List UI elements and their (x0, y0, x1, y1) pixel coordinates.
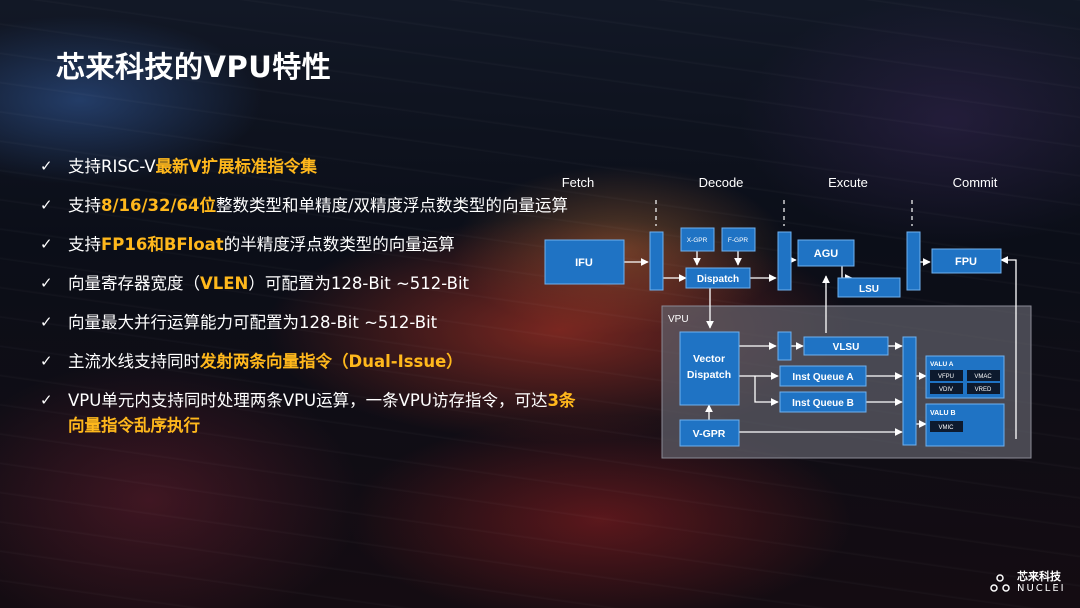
fpu-block (931, 248, 1002, 274)
bullet-text: 支持 (68, 235, 101, 254)
logo-dot (996, 574, 1004, 582)
logo-dot (990, 584, 998, 592)
fpu-label: FPU (955, 256, 977, 268)
vgpr-label: V-GPR (693, 428, 726, 440)
vlsu-block (803, 336, 889, 356)
bullet-highlight: 发射两条向量指令（Dual-Issue） (200, 352, 463, 371)
vector-dispatch-label: Vector (693, 353, 725, 365)
inst-queue-b-label: Inst Queue B (792, 398, 854, 409)
bullet-item: ✓ 向量寄存器宽度（VLEN）可配置为128-Bit ~512-Bit (40, 271, 580, 296)
pipeline-register (649, 231, 664, 291)
dispatch-label: Dispatch (697, 274, 739, 285)
inst-queue-b-block (779, 391, 867, 413)
bullet-item: ✓ 向量最大并行运算能力可配置为128-Bit ~512-Bit (40, 310, 580, 335)
bullet-item: ✓ VPU单元内支持同时处理两条VPU运算，一条VPU访存指令，可达3条向量指令乱… (40, 388, 580, 438)
vred-block (967, 383, 1000, 394)
vmic-block (930, 421, 963, 432)
vmic-label: VMIC (939, 425, 955, 431)
xgpr-block (680, 227, 715, 252)
fgpr-label: F-GPR (728, 237, 749, 244)
stage-label-fetch: Fetch (562, 175, 595, 190)
vlsu-label: VLSU (833, 342, 860, 353)
logo-dot (1002, 584, 1010, 592)
check-icon: ✓ (40, 157, 53, 175)
arrow (754, 376, 779, 406)
bullet-text: 向量寄存器宽度（ (68, 274, 200, 293)
bullet-item: ✓ 支持RISC-V最新V扩展标准指令集 (40, 154, 580, 179)
brand-name-zh: 芯来科技 (1017, 570, 1061, 583)
lsu-block (837, 277, 901, 298)
slide-title: 芯来科技的VPU特性 (56, 50, 332, 84)
agu-label: AGU (814, 248, 839, 260)
bullet-highlight: VLEN (200, 274, 249, 293)
bullet-highlight: 最新V扩展标准指令集 (155, 157, 317, 176)
inst-queue-a-block (779, 365, 867, 387)
pipeline-register (906, 231, 921, 291)
vdiv-block (930, 383, 963, 394)
vector-dispatch-label: Dispatch (687, 369, 731, 381)
xgpr-label: X-GPR (687, 237, 708, 244)
check-icon: ✓ (40, 196, 53, 214)
vdiv-label: VDIV (939, 387, 953, 393)
bullet-highlight: FP16和BFloat (101, 235, 224, 254)
bullet-text: ）可配置为128-Bit ~512-Bit (248, 274, 469, 293)
check-icon: ✓ (40, 235, 53, 253)
vmac-block (967, 370, 1000, 381)
bullet-highlight: 3条向量指令乱序执行 (68, 391, 576, 435)
stage-label-commit: Commit (953, 175, 998, 190)
valu-b-label: VALU B (930, 410, 956, 417)
vred-label: VRED (975, 387, 992, 393)
bullet-item: ✓ 支持FP16和BFloat的半精度浮点数类型的向量运算 (40, 232, 580, 257)
bullet-text: 向量最大并行运算能力可配置为128-Bit ~512-Bit (68, 313, 438, 332)
brand-name-en: NUCLEI (1017, 583, 1066, 594)
stage-label-decode: Decode (699, 175, 744, 190)
bullet-text: 的半精度浮点数类型的向量运算 (223, 235, 455, 254)
vmac-label: VMAC (974, 374, 992, 380)
stage-label-excute: Excute (828, 175, 868, 190)
arrow (1000, 256, 1017, 439)
valu-a-label: VALU A (930, 361, 954, 368)
vpu-label: VPU (668, 314, 689, 325)
vpu-pipeline-diagram: Fetch Decode Excute Commit VPU IFU X-GPR… (544, 175, 1032, 459)
bullet-list: ✓支持RISC-V最新V扩展标准指令集 ✓支持8/16/32/64位整数类型和单… (40, 154, 580, 452)
dispatch-block (685, 267, 751, 289)
inst-queue-a-label: Inst Queue A (792, 372, 853, 383)
ifu-label: IFU (575, 257, 593, 269)
check-icon: ✓ (40, 391, 53, 409)
check-icon: ✓ (40, 352, 53, 370)
pipeline-register (777, 331, 792, 361)
agu-block (797, 239, 855, 267)
pipeline-register (777, 231, 792, 291)
arrow (841, 266, 853, 282)
lsu-label: LSU (859, 284, 879, 295)
bullet-item: ✓ 主流水线支持同时发射两条向量指令（Dual-Issue） (40, 349, 580, 374)
bullet-text: 支持RISC-V (68, 157, 156, 176)
bullet-highlight: 8/16/32/64位 (101, 196, 216, 215)
vector-dispatch-block (679, 331, 740, 406)
bullet-text: 整数类型和单精度/双精度浮点数类型的向量运算 (215, 196, 569, 215)
bullet-text: 主流水线支持同时 (68, 352, 200, 371)
fgpr-block (721, 227, 756, 252)
vfpu-label: VFPU (938, 374, 954, 380)
vfpu-block (930, 370, 963, 381)
check-icon: ✓ (40, 274, 53, 292)
check-icon: ✓ (40, 313, 53, 331)
bullet-text: VPU单元内支持同时处理两条VPU运算，一条VPU访存指令，可达 (68, 391, 548, 410)
bullet-text: 支持 (68, 196, 101, 215)
ifu-block (544, 239, 625, 285)
vgpr-block (679, 419, 740, 447)
bullet-item: ✓ 支持8/16/32/64位整数类型和单精度/双精度浮点数类型的向量运算 (40, 193, 580, 218)
nuclei-logo (990, 574, 1010, 592)
pipeline-register (902, 336, 917, 446)
